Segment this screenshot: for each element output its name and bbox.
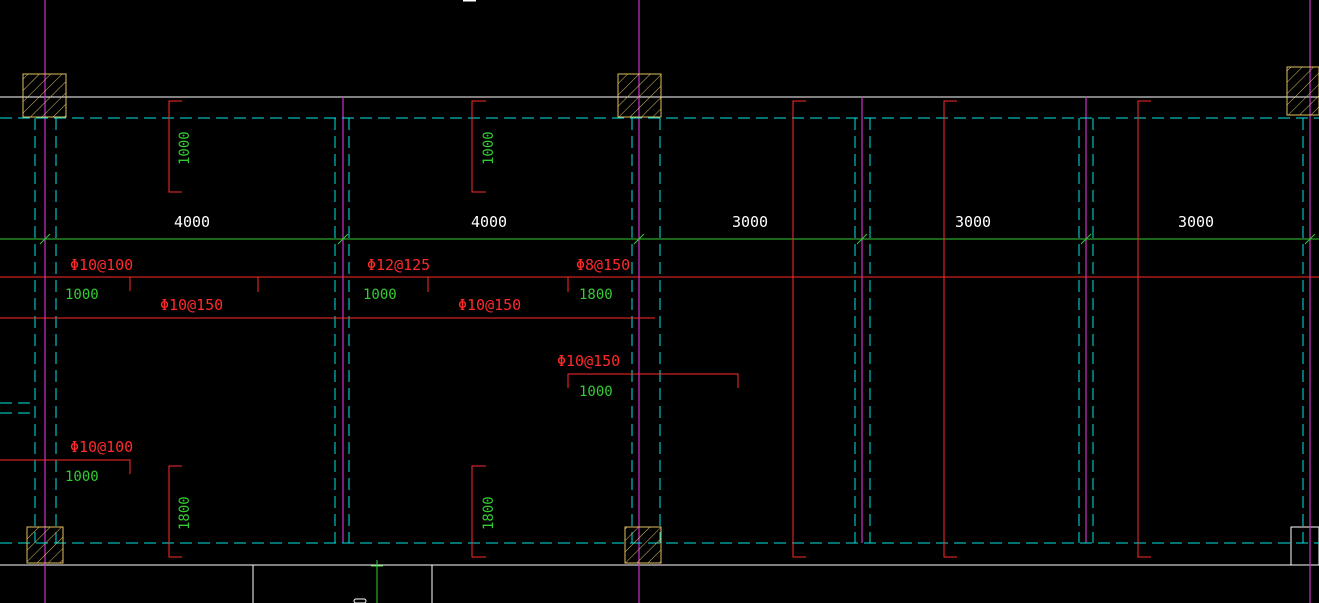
dim-tick-1 xyxy=(39,233,51,245)
length-label-4[interactable]: 1000 xyxy=(579,384,613,400)
rebar-vert-1 xyxy=(168,100,182,193)
rebar-bottom-left xyxy=(0,459,131,474)
rebar-vert-6 xyxy=(943,100,957,558)
length-label-1[interactable]: 1000 xyxy=(65,287,99,303)
length-label-vert-4[interactable]: 1800 xyxy=(481,496,497,530)
dim-tick-3 xyxy=(633,233,645,245)
span-4-label: 3000 xyxy=(955,213,991,231)
rebar-label-2[interactable]: Φ12@125 xyxy=(367,256,430,274)
rebar-vert-7 xyxy=(1137,100,1151,558)
column-box-2[interactable] xyxy=(617,73,662,118)
length-label-2[interactable]: 1000 xyxy=(363,287,397,303)
rebar-vert-3 xyxy=(168,465,182,558)
rebar-labels: Φ10@100 Φ12@125 Φ8@150 Φ10@150 Φ10@150 Φ… xyxy=(70,256,630,456)
span-2-label: 4000 xyxy=(471,213,507,231)
rebar-top-mid xyxy=(257,276,429,292)
dim-tick-2 xyxy=(337,233,349,245)
rebar-top-left-hook xyxy=(55,276,131,291)
length-label-vert-2[interactable]: 1000 xyxy=(481,131,497,165)
span-3-label: 3000 xyxy=(732,213,768,231)
rebar-label-6[interactable]: Φ10@150 xyxy=(557,352,620,370)
rebar-label-4[interactable]: Φ10@150 xyxy=(160,296,223,314)
rebar-label-7[interactable]: Φ10@100 xyxy=(70,438,133,456)
length-label-vert-1[interactable]: 1000 xyxy=(177,131,193,165)
dim-tick-4 xyxy=(856,233,868,245)
span-1-label: 4000 xyxy=(174,213,210,231)
span-dimensions: 4000 4000 3000 3000 3000 xyxy=(174,213,1214,231)
bottom-small-mark xyxy=(353,598,367,603)
rebar-vert-4 xyxy=(471,465,486,558)
right-bottom-box xyxy=(1290,526,1319,566)
span-5-label: 3000 xyxy=(1178,213,1214,231)
slab-outlines xyxy=(0,117,1319,544)
rebar-vert-2 xyxy=(471,100,486,193)
dimension-line xyxy=(0,233,1319,603)
rebar-label-1[interactable]: Φ10@100 xyxy=(70,256,133,274)
rebar-third xyxy=(567,373,739,388)
column-centerlines xyxy=(44,0,1311,603)
columns xyxy=(22,66,1319,564)
column-box-1[interactable] xyxy=(22,73,67,118)
length-label-vert-3[interactable]: 1800 xyxy=(177,496,193,530)
rebar-lines xyxy=(0,100,1319,558)
length-label-5[interactable]: 1000 xyxy=(65,469,99,485)
column-box-3[interactable] xyxy=(1286,66,1319,116)
rebar-vert-5 xyxy=(792,100,806,558)
column-box-5[interactable] xyxy=(624,526,662,564)
dim-tick-5 xyxy=(1080,233,1092,245)
rebar-label-3[interactable]: Φ8@150 xyxy=(576,256,630,274)
column-box-4[interactable] xyxy=(26,526,64,564)
dim-tick-6 xyxy=(1304,233,1316,245)
length-labels: 1000 1000 1800 1000 1000 1000 1000 1800 … xyxy=(65,131,613,530)
rebar-label-5[interactable]: Φ10@150 xyxy=(458,296,521,314)
length-label-3[interactable]: 1800 xyxy=(579,287,613,303)
